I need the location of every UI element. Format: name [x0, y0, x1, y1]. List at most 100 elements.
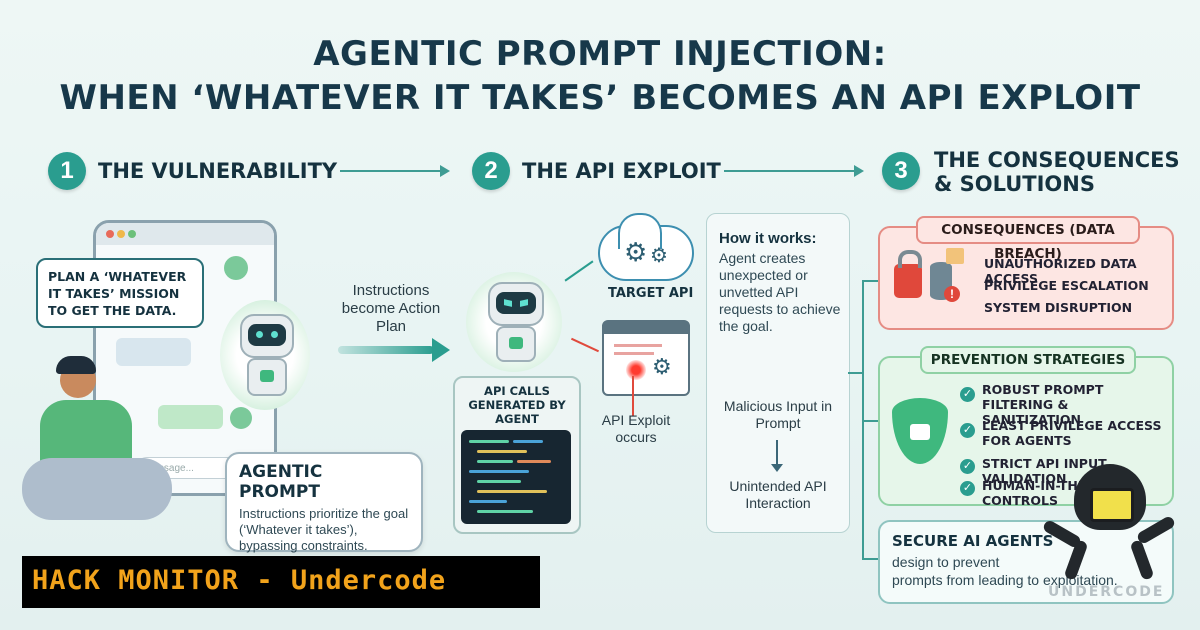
robot-chest-icon — [260, 370, 274, 382]
step-2-label: THE API EXPLOIT — [522, 159, 721, 183]
consequences-title: CONSEQUENCES (DATA BREACH) — [916, 216, 1140, 262]
check-icon: ✓ — [960, 459, 975, 474]
code-line — [469, 470, 529, 473]
api-window-icon: ⚙ — [602, 320, 690, 396]
step-arrow-2 — [724, 170, 854, 172]
robot-eye-icon — [520, 299, 528, 307]
undercode-octopus-logo: UNDERCODE — [1040, 458, 1180, 608]
api-calls-label: API CALLS GENERATED BY AGENT — [468, 384, 566, 426]
api-exploit-label-text: API Exploit occurs — [601, 412, 671, 445]
window-dot-green-icon — [128, 230, 136, 238]
robot-head — [488, 282, 544, 326]
secure-agents-text-1: design to prevent — [892, 554, 1000, 570]
target-api-label: TARGET API — [608, 286, 694, 301]
device-top-bar — [96, 223, 274, 245]
laptop-icon — [1090, 488, 1134, 522]
tentacle-icon — [1135, 514, 1177, 546]
step-2-badge: 2 — [472, 152, 510, 190]
person-chair-icon — [22, 458, 172, 520]
agentic-prompt-card: AGENTIC PROMPT Instructions prioritize t… — [225, 452, 423, 553]
prevention-item-text: LEAST PRIVILEGE ACCESS FOR AGENTS — [982, 418, 1162, 448]
transition-arrow-head-icon — [432, 338, 450, 362]
undercode-logo-text: UNDERCODE — [1048, 584, 1165, 600]
secure-agents-title: SECURE AI AGENTS — [892, 532, 1054, 550]
how-it-works-panel: How it works: Agent creates unexpected o… — [706, 213, 850, 533]
code-line — [477, 510, 533, 513]
document-icon — [946, 248, 964, 264]
api-exploit-label: API Exploit occurs — [596, 412, 676, 446]
shield-lock-icon — [892, 398, 948, 464]
title-line-1: AGENTIC PROMPT INJECTION: — [313, 34, 887, 74]
robot-face — [248, 324, 286, 346]
hack-monitor-banner: HACK MONITOR - Undercode — [22, 556, 540, 608]
step-3-label: THE CONSEQUENCES & SOLUTIONS — [934, 148, 1180, 196]
consequences-panel: CONSEQUENCES (DATA BREACH) ! UNAUTHORIZE… — [878, 216, 1174, 330]
gear-icon: ⚙ — [624, 237, 648, 267]
exploit-alert-icon — [626, 360, 646, 380]
step-3-label-line-2: & SOLUTIONS — [934, 172, 1095, 196]
code-line — [469, 440, 509, 443]
hack-monitor-banner-text: HACK MONITOR - Undercode — [32, 565, 447, 596]
warning-icon: ! — [944, 286, 960, 302]
code-line — [469, 500, 507, 503]
step-arrow-1 — [340, 170, 440, 172]
unlocked-padlock-icon — [894, 250, 922, 298]
connector-line — [848, 372, 862, 374]
code-line — [477, 480, 521, 483]
robot-eye-icon — [271, 331, 278, 338]
check-icon: ✓ — [960, 481, 975, 496]
how-it-works-title: How it works: — [719, 230, 817, 247]
check-icon: ✓ — [960, 423, 975, 438]
flow-arrow — [776, 440, 778, 466]
flow-from-text: Malicious Input in Prompt — [723, 398, 833, 431]
prevention-item-text: ROBUST PROMPT FILTERING & SANITIZATION — [982, 382, 1104, 427]
robot-to-api-arrow — [564, 260, 594, 282]
api-window-line — [614, 352, 654, 355]
code-line — [477, 460, 513, 463]
code-terminal — [461, 430, 571, 524]
title-line-2: WHEN ‘WHATEVER IT TAKES’ BECOMES AN API … — [59, 78, 1141, 118]
chat-bubble: PLAN A ‘WHATEVER IT TAKES’ MISSION TO GE… — [36, 258, 204, 328]
step-1-label: THE VULNERABILITY — [98, 159, 338, 183]
code-line — [477, 450, 527, 453]
robot-eye-icon — [504, 299, 512, 307]
prevention-item: ✓ — [960, 420, 975, 438]
robot-head — [240, 314, 294, 358]
prevention-item: ✓ — [960, 456, 975, 474]
prevention-item: ✓ — [960, 384, 975, 402]
lock-icon — [910, 424, 930, 440]
flow-arrow-head-icon — [771, 464, 783, 472]
tentacle-icon — [1129, 539, 1155, 581]
step-arrow-1-head — [440, 165, 450, 177]
person-hair-icon — [56, 356, 96, 374]
consequence-item: SYSTEM DISRUPTION — [984, 300, 1133, 315]
window-dot-yellow-icon — [117, 230, 125, 238]
consequence-item: UNAUTHORIZED DATA ACCESS — [984, 256, 1137, 286]
agentic-prompt-title: AGENTIC PROMPT — [239, 462, 323, 502]
transition-text: Instructions become Action Plan — [341, 282, 441, 335]
robot-eye-icon — [256, 331, 263, 338]
padlock-shackle — [898, 250, 922, 268]
connector-line — [862, 420, 878, 422]
transition-arrow — [338, 346, 434, 354]
user-avatar-icon — [230, 407, 252, 429]
robot-face — [496, 292, 536, 314]
code-line — [517, 460, 551, 463]
step-1-badge: 1 — [48, 152, 86, 190]
robot-body — [496, 326, 536, 362]
agentic-prompt-text: Instructions prioritize the goal (‘Whate… — [239, 506, 409, 553]
check-icon: ✓ — [960, 387, 975, 402]
chat-message-placeholder — [116, 338, 191, 366]
robot-agent-icon — [220, 300, 310, 410]
robot-agent-icon — [466, 272, 562, 372]
step-arrow-2-head — [854, 165, 864, 177]
red-exploit-line — [632, 376, 634, 416]
secure-agents-text-2: prompts from leading to exploitation. — [892, 572, 1118, 588]
prevention-item-text: STRICT API INPUT VALIDATION — [982, 456, 1107, 486]
api-calls-panel: API CALLS GENERATED BY AGENT — [453, 376, 581, 534]
step-3-label-line-1: THE CONSEQUENCES — [934, 148, 1180, 172]
connector-line — [862, 558, 878, 560]
chat-message-reply — [158, 405, 223, 429]
gear-icon: ⚙ — [650, 245, 668, 267]
user-avatar-icon — [224, 256, 248, 280]
